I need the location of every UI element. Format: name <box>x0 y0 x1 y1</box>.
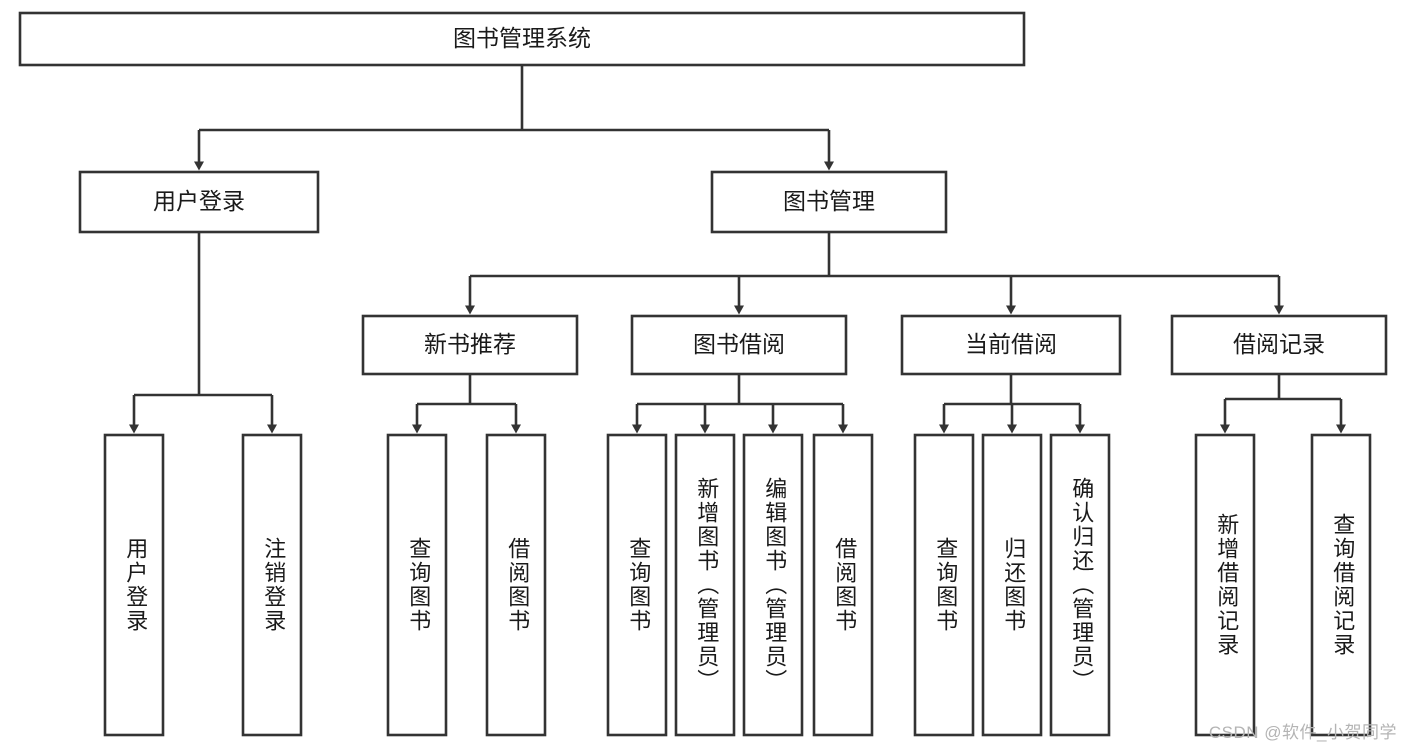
node-leaf-query-book-current-box[interactable] <box>913 433 975 737</box>
node-leaf-confirm-return-admin-box[interactable] <box>1049 433 1111 737</box>
node-current-borrow-box[interactable] <box>900 314 1122 376</box>
node-book-borrow-box[interactable] <box>630 314 848 376</box>
node-user-login-label: 用户登录 <box>153 188 245 214</box>
node-root[interactable]: 图书管理系统 <box>18 11 1026 67</box>
node-leaf-add-book-admin[interactable]: 新增图书（管理员） <box>674 433 736 737</box>
node-new-book-recommend-label: 新书推荐 <box>424 331 516 357</box>
node-leaf-user-login-box[interactable] <box>103 433 165 737</box>
node-book-manage-box[interactable] <box>710 170 948 234</box>
node-leaf-logout-login-box[interactable] <box>241 433 303 737</box>
node-leaf-edit-book-admin-box[interactable] <box>742 433 804 737</box>
node-layer: 图书管理系统 用户登录 图书管理 新书推荐 图书借阅 当前借阅 借阅记录 <box>18 11 1388 737</box>
node-book-borrow[interactable]: 图书借阅 <box>630 314 848 376</box>
node-leaf-borrow-book-recommend-box[interactable] <box>485 433 547 737</box>
node-leaf-query-book-borrow[interactable]: 查询图书 <box>606 433 668 737</box>
node-leaf-borrow-book-recommend-label: 借阅图书 <box>505 537 530 633</box>
node-user-login-box[interactable] <box>78 170 320 234</box>
node-leaf-query-book-recommend[interactable]: 查询图书 <box>386 433 448 737</box>
node-leaf-edit-book-admin[interactable]: 编辑图书（管理员） <box>742 433 804 737</box>
node-leaf-borrow-book-recommend[interactable]: 借阅图书 <box>485 433 547 737</box>
node-leaf-add-book-admin-box[interactable] <box>674 433 736 737</box>
node-leaf-query-book-borrow-label: 查询图书 <box>626 537 651 633</box>
node-borrow-record-box[interactable] <box>1170 314 1388 376</box>
node-book-manage[interactable]: 图书管理 <box>710 170 948 234</box>
connector-layer <box>129 65 1346 434</box>
node-leaf-return-book[interactable]: 归还图书 <box>981 433 1043 737</box>
node-book-manage-label: 图书管理 <box>783 188 875 214</box>
node-leaf-user-login-label: 用户登录 <box>123 537 148 633</box>
node-leaf-return-book-label: 归还图书 <box>1001 537 1026 633</box>
node-leaf-return-book-box[interactable] <box>981 433 1043 737</box>
node-root-box[interactable] <box>18 11 1026 67</box>
node-leaf-query-book-current[interactable]: 查询图书 <box>913 433 975 737</box>
node-new-book-recommend-box[interactable] <box>361 314 579 376</box>
node-leaf-logout-login[interactable]: 注销登录 <box>241 433 303 737</box>
node-leaf-query-book-current-label: 查询图书 <box>933 537 958 633</box>
node-leaf-logout-login-label: 注销登录 <box>261 537 286 633</box>
node-leaf-query-borrow-record[interactable]: 查询借阅记录 <box>1310 433 1372 737</box>
node-leaf-add-book-admin-label: 新增图书（管理员） <box>694 477 719 693</box>
node-leaf-query-book-recommend-label: 查询图书 <box>406 537 431 633</box>
node-leaf-add-borrow-record-label: 新增借阅记录 <box>1214 513 1239 657</box>
node-leaf-borrow-book-box[interactable] <box>812 433 874 737</box>
node-current-borrow[interactable]: 当前借阅 <box>900 314 1122 376</box>
node-leaf-add-borrow-record-box[interactable] <box>1194 433 1256 737</box>
node-leaf-add-borrow-record[interactable]: 新增借阅记录 <box>1194 433 1256 737</box>
node-book-borrow-label: 图书借阅 <box>693 331 785 357</box>
node-leaf-query-borrow-record-label: 查询借阅记录 <box>1330 513 1355 657</box>
node-leaf-query-borrow-record-box[interactable] <box>1310 433 1372 737</box>
node-new-book-recommend[interactable]: 新书推荐 <box>361 314 579 376</box>
csdn-watermark: CSDN @软件_小贺同学 <box>1208 723 1397 742</box>
node-user-login[interactable]: 用户登录 <box>78 170 320 234</box>
node-leaf-query-book-borrow-box[interactable] <box>606 433 668 737</box>
node-root-label: 图书管理系统 <box>453 25 591 51</box>
node-leaf-confirm-return-admin[interactable]: 确认归还（管理员） <box>1049 433 1111 737</box>
node-leaf-confirm-return-admin-label: 确认归还（管理员） <box>1069 477 1094 693</box>
node-borrow-record[interactable]: 借阅记录 <box>1170 314 1388 376</box>
node-leaf-query-book-recommend-box[interactable] <box>386 433 448 737</box>
node-leaf-user-login[interactable]: 用户登录 <box>103 433 165 737</box>
node-current-borrow-label: 当前借阅 <box>965 331 1057 357</box>
node-borrow-record-label: 借阅记录 <box>1233 331 1325 357</box>
node-leaf-borrow-book-label: 借阅图书 <box>832 537 857 633</box>
node-leaf-borrow-book[interactable]: 借阅图书 <box>812 433 874 737</box>
node-leaf-edit-book-admin-label: 编辑图书（管理员） <box>762 477 787 693</box>
